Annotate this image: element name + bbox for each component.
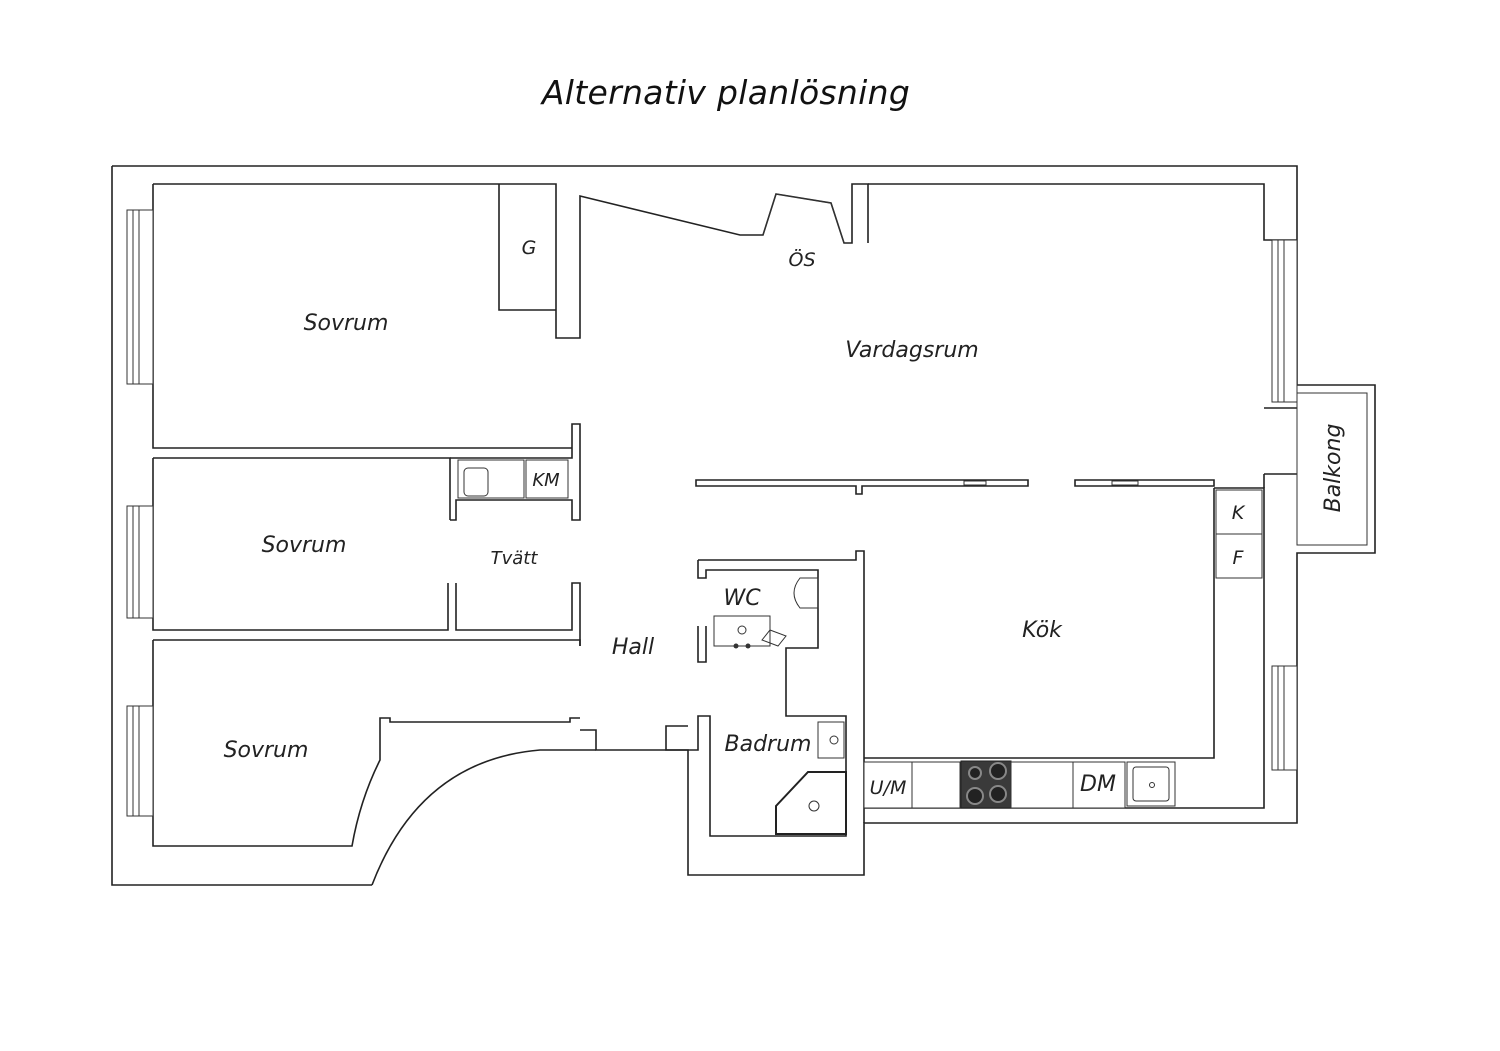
label-bedroom-bottom: Sovrum [224, 738, 309, 763]
laundry-wall [450, 423, 581, 521]
counter-segment [911, 761, 961, 809]
bedroom-top-wall [152, 183, 869, 449]
balcony-outline [1296, 392, 1368, 546]
window-bedroom-bottom [126, 705, 154, 817]
label-wardrobe: G [522, 237, 537, 259]
label-bedroom-top: Sovrum [304, 311, 389, 336]
toilet-icon [793, 577, 819, 609]
bedroom-bottom-wall [152, 639, 581, 847]
label-hall: Hall [612, 635, 654, 660]
label-toilet: WC [723, 586, 761, 611]
washing-machine [525, 459, 569, 499]
partition-right [1074, 479, 1215, 487]
washbasin-icon [713, 615, 771, 647]
partition-left [695, 479, 1029, 495]
kitchen-wall [864, 487, 1265, 809]
outer-wall [111, 165, 1376, 886]
laundry-cabinet [457, 459, 525, 499]
label-bedroom-middle: Sovrum [262, 533, 347, 558]
label-washing-machine: KM [532, 470, 560, 491]
shower-icon [775, 771, 847, 835]
plan-title: Alternativ planlösning [540, 73, 910, 112]
freezer [1215, 533, 1263, 579]
label-kitchen: Kök [1022, 618, 1063, 643]
label-dishwasher: DM [1080, 772, 1116, 797]
fireplace-outline [762, 193, 845, 244]
label-balcony: Balkong [1321, 424, 1346, 513]
fridge [1215, 489, 1263, 535]
dishwasher [1072, 761, 1126, 809]
label-living-room: Vardagsrum [845, 338, 978, 363]
label-bathroom: Badrum [725, 732, 812, 757]
living-wall [868, 183, 1297, 488]
bath-washbasin-icon [817, 721, 845, 759]
label-freezer: F [1233, 547, 1245, 569]
label-fridge: K [1232, 502, 1246, 524]
label-laundry: Tvätt [491, 548, 539, 569]
kitchen-sink-icon [1126, 761, 1176, 807]
label-oven-microwave: U/M [870, 777, 907, 799]
label-fireplace: ÖS [788, 248, 815, 271]
curved-wall [371, 749, 596, 886]
oven-microwave [863, 761, 913, 809]
sliding-door-left [963, 480, 987, 486]
sink-icon [463, 467, 489, 497]
counter-segment-2 [1010, 761, 1074, 809]
sliding-door-right [1111, 480, 1139, 486]
window-bedroom-top [126, 209, 154, 385]
window-bedroom-middle [126, 505, 154, 619]
